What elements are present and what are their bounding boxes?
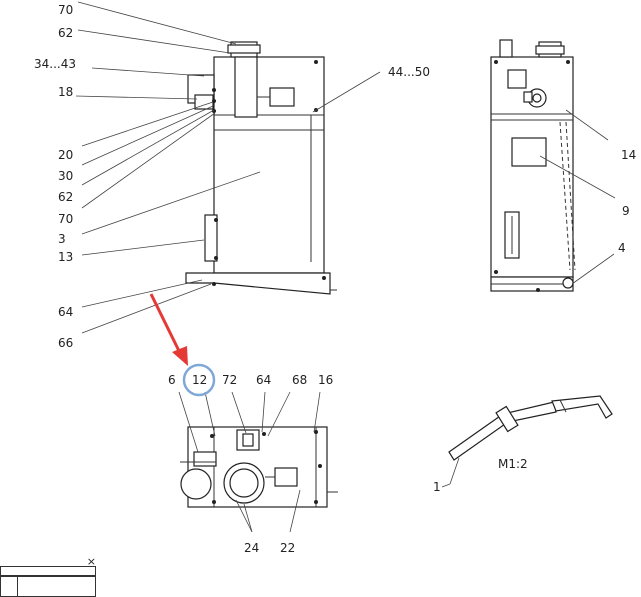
callout-64-plan: 64 [256, 373, 271, 387]
front-callouts: 70 62 34...43 18 20 30 62 70 3 13 64 66 … [34, 3, 430, 350]
callout-9: 9 [622, 204, 630, 218]
callout-72: 72 [222, 373, 237, 387]
red-arrow-head-icon [172, 346, 188, 366]
callout-13: 13 [58, 250, 73, 264]
callout-62-top: 62 [58, 26, 73, 40]
plan-leaders [178, 391, 321, 533]
callout-30: 30 [58, 169, 73, 183]
callout-34-43: 34...43 [34, 57, 76, 71]
callout-22: 22 [280, 541, 295, 555]
front-view [185, 41, 337, 295]
red-arrow [149, 293, 182, 354]
plan-callouts: 6 12 72 64 68 16 24 22 [168, 373, 333, 555]
plan-view [180, 426, 338, 508]
front-leaders [75, 1, 381, 334]
callout-66: 66 [58, 336, 73, 350]
highlight-circle [182, 363, 216, 397]
side-leaders [539, 109, 616, 285]
callout-62-mid: 62 [58, 190, 73, 204]
callout-14: 14 [621, 148, 636, 162]
side-view [490, 39, 576, 292]
callout-6: 6 [168, 373, 176, 387]
title-block-row [0, 566, 96, 576]
hose-detail [441, 395, 613, 488]
callout-16: 16 [318, 373, 333, 387]
title-block: × [0, 556, 96, 597]
callout-20: 20 [58, 148, 73, 162]
callout-3: 3 [58, 232, 66, 246]
highlight-annotation [149, 293, 216, 397]
close-icon[interactable]: × [86, 555, 96, 568]
callout-24: 24 [244, 541, 259, 555]
callout-1: 1 [433, 480, 441, 494]
callout-70-top: 70 [58, 3, 73, 17]
callout-68: 68 [292, 373, 307, 387]
callout-4: 4 [618, 241, 626, 255]
scale-label: M1:2 [498, 457, 528, 471]
callout-44-50: 44...50 [388, 65, 430, 79]
callout-18: 18 [58, 85, 73, 99]
side-callouts: 14 9 4 [618, 148, 636, 255]
callout-70-mid: 70 [58, 212, 73, 226]
callout-64-front: 64 [58, 305, 73, 319]
hose-callouts: 1 M1:2 [433, 457, 528, 494]
callout-12: 12 [192, 373, 207, 387]
title-block-cell [0, 576, 18, 597]
